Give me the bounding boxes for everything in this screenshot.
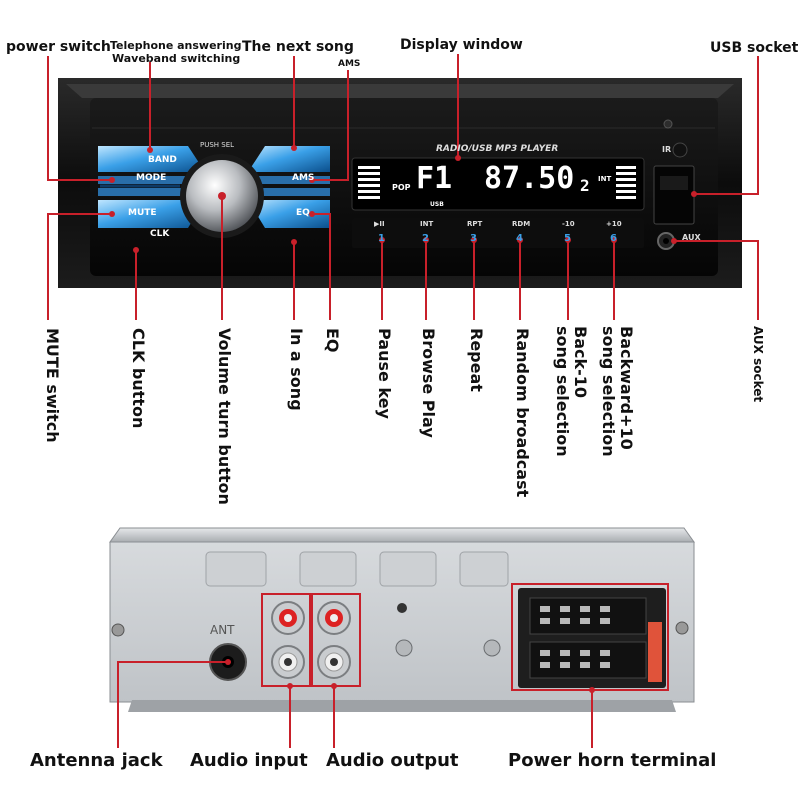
- label-audio-input: Audio input: [190, 750, 308, 771]
- key-5[interactable]: 5: [564, 233, 571, 244]
- label-telephone-answering: Telephone answering: [110, 39, 242, 52]
- display-usb: USB: [430, 201, 444, 208]
- key-2[interactable]: 2: [422, 233, 429, 244]
- mute-button-label: MUTE: [128, 208, 157, 218]
- key-2-function: INT: [420, 220, 434, 228]
- label-waveband-switching: Waveband switching: [112, 52, 241, 65]
- label-power-switch: power switch: [6, 39, 111, 55]
- key-5-function: -10: [562, 220, 575, 228]
- label-pause-key: Pause key: [375, 328, 394, 419]
- housing-bevel: [66, 84, 734, 98]
- ir-label: IR: [662, 145, 672, 154]
- label-back10-line1: Back-10: [571, 326, 590, 399]
- mute-clk-button-shape: [98, 200, 205, 228]
- audio-input-rca: [271, 601, 305, 679]
- label-usb-socket: USB socket: [710, 40, 799, 56]
- preset-strip: [352, 218, 644, 248]
- label-aux-socket: AUX socket: [751, 326, 765, 403]
- power-horn-terminal-connector: [518, 588, 666, 688]
- mode-button-label: MODE: [136, 173, 167, 183]
- aux-label: AUX: [682, 233, 701, 242]
- display-bars-left: [358, 166, 380, 199]
- display-suffix: 2: [580, 176, 590, 195]
- label-random-broadcast: Random broadcast: [513, 328, 532, 498]
- label-backward10-line1: Backward+10: [617, 326, 636, 450]
- label-display-window: Display window: [400, 37, 523, 53]
- label-mute-switch: MUTE switch: [43, 328, 62, 443]
- audio-output-rca: [317, 601, 351, 679]
- label-power-horn-terminal: Power horn terminal: [508, 750, 717, 771]
- display-window: [351, 157, 645, 211]
- key-6-function: +10: [606, 220, 622, 228]
- callout-lines: [47, 54, 759, 748]
- eq-button-label: EQ: [296, 208, 310, 218]
- display-band: F1: [416, 161, 453, 196]
- label-volume-turn-button: Volume turn button: [215, 328, 234, 505]
- label-antenna-jack: Antenna jack: [30, 750, 163, 771]
- eq-prev-button-shape: [248, 200, 330, 228]
- display-bars-right: [616, 166, 636, 199]
- label-in-a-song: In a song: [287, 328, 306, 411]
- screw-icon: [663, 119, 673, 129]
- key-4[interactable]: 4: [516, 233, 523, 244]
- label-backward10-line2: song selection: [599, 326, 618, 457]
- ant-embossed: ANT: [210, 623, 235, 637]
- ams-button-label: AMS: [292, 173, 315, 183]
- label-browse-play: Browse Play: [419, 328, 438, 438]
- key-3[interactable]: 3: [470, 233, 477, 244]
- label-repeat: Repeat: [467, 328, 486, 392]
- usb-slot: [653, 165, 695, 225]
- key-1-function: ▶II: [374, 220, 385, 228]
- fuse: [648, 622, 662, 682]
- chassis-ribs: [205, 551, 509, 587]
- player-title: RADIO/USB MP3 PLAYER: [436, 144, 559, 154]
- band-mode-button-shape: [98, 146, 205, 172]
- band-button-label: BAND: [148, 155, 177, 165]
- next-ams-button-shape: [248, 146, 330, 172]
- label-next-song: The next song: [242, 39, 354, 55]
- label-clk-button: CLK button: [129, 328, 148, 429]
- key-3-function: RPT: [467, 220, 483, 228]
- label-back10-line2: song selection: [553, 326, 572, 457]
- key-6[interactable]: 6: [610, 233, 617, 244]
- display-int: INT: [598, 175, 612, 183]
- clk-button-label: CLK: [150, 229, 170, 239]
- ir-sensor: [672, 142, 688, 158]
- label-ams: AMS: [338, 59, 361, 69]
- key-1[interactable]: 1: [378, 233, 385, 244]
- display-pop: POP: [392, 183, 411, 192]
- label-eq: EQ: [323, 328, 342, 353]
- push-sel-text: PUSH SEL: [200, 141, 235, 149]
- display-frequency: 87.50: [484, 161, 575, 196]
- key-4-function: RDM: [512, 220, 531, 228]
- label-audio-output: Audio output: [326, 750, 459, 771]
